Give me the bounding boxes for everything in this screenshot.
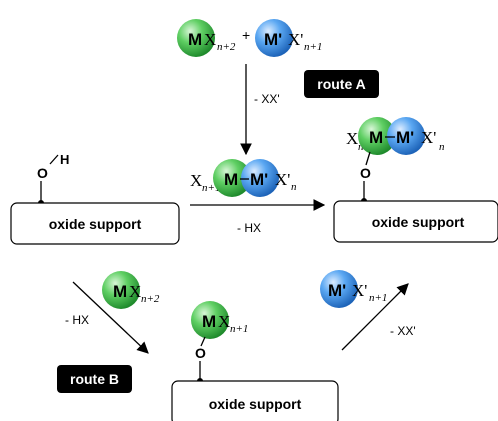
hydroxyl-h: H [60, 152, 69, 167]
intermediate-m-o-bond [200, 336, 206, 347]
middle-m-prime-sphere [241, 159, 279, 197]
middle-x-prime-subscript: n [291, 181, 297, 193]
intermediate-m: M [202, 312, 216, 331]
product-m-label: M [369, 128, 383, 147]
reactant-m-prime-subscript: n+1 [304, 41, 322, 53]
oxide-support-bottom [171, 380, 339, 421]
step2-reagent-subscript: n+1 [369, 292, 387, 304]
route-a-badge [304, 70, 379, 98]
reactant-m-label: M [188, 30, 202, 49]
oxide-support-left-label: oxide support [49, 216, 142, 232]
middle-m-label: M [224, 170, 238, 189]
reactant-m-prime-label: M' [264, 30, 282, 49]
plus-sign: + [242, 27, 250, 43]
route-a-label: route A [317, 76, 365, 92]
product-m-prime-label: M' [396, 128, 414, 147]
oxide-support-left [10, 202, 180, 245]
product-m-o-bond [365, 151, 371, 166]
middle-m-sphere [213, 159, 251, 197]
product-x-prime-label: X' [421, 128, 436, 147]
reactant-x-prime-label: X' [288, 30, 303, 49]
route-b-badge [57, 365, 132, 393]
intermediate-o: O [195, 345, 206, 361]
step2-reagent-m-prime: M' [328, 281, 346, 300]
route-b-byproduct: - HX [65, 313, 89, 327]
route-b-reagent-x: X [129, 282, 141, 301]
main-arrow-byproduct: - HX [237, 221, 261, 235]
reactant-m-subscript: n+2 [217, 41, 236, 53]
route-a-byproduct: - XX' [254, 92, 280, 106]
reactant-m-sphere [177, 19, 215, 57]
oh-bond [49, 154, 59, 165]
product-m-prime-sphere [387, 117, 425, 155]
reactant-m-prime-sphere [255, 19, 293, 57]
step2-arrow [341, 283, 409, 351]
route-b-label: route B [70, 371, 119, 387]
step2-byproduct: - XX' [390, 324, 416, 338]
step2-reagent-x-prime: X' [352, 281, 367, 300]
step2-reagent-sphere [320, 270, 358, 308]
middle-x-label: X [190, 171, 202, 190]
route-b-reagent-sphere [102, 271, 140, 309]
route-b-reagent-subscript: n+2 [141, 293, 160, 305]
product-x-label: X [346, 129, 358, 148]
oxide-support-right [333, 200, 498, 243]
hydroxyl-o: O [37, 165, 48, 181]
oxide-support-right-label: oxide support [372, 214, 465, 230]
route-b-reagent-m: M [113, 282, 127, 301]
reactant-x-label: X [204, 30, 216, 49]
product-x-prime-subscript: n [439, 141, 445, 153]
product-o: O [360, 165, 371, 181]
route-b-arrow [72, 281, 149, 354]
middle-x-prime-label: X' [275, 170, 290, 189]
product-x-subscript: n [358, 141, 364, 153]
intermediate-x-subscript: n+1 [230, 323, 248, 335]
middle-m-prime-label: M' [250, 170, 268, 189]
intermediate-x: X [218, 312, 230, 331]
product-m-sphere [358, 117, 396, 155]
oxide-support-bottom-label: oxide support [209, 396, 302, 412]
intermediate-m-sphere [191, 301, 229, 339]
